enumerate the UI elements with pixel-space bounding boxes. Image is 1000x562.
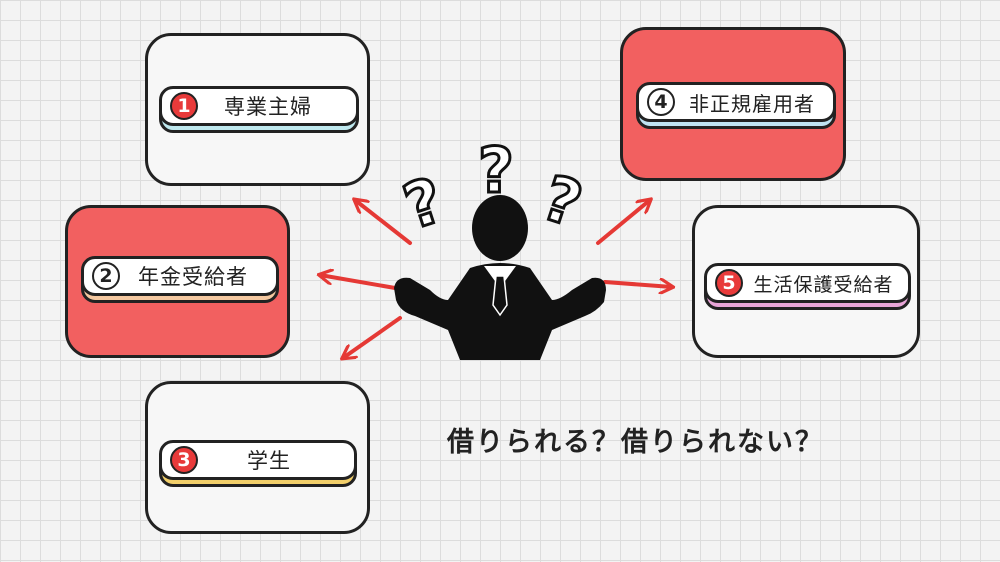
question-caption: 借りられる？借りられない？ bbox=[447, 427, 824, 458]
number-badge: 1 bbox=[170, 92, 198, 120]
category-pill-pensioner[interactable]: 2 年金受給者 bbox=[81, 256, 279, 296]
arrow-to-welfare bbox=[603, 282, 672, 287]
question-mark-icon: ? bbox=[478, 134, 514, 207]
arrow-to-pensioner bbox=[320, 275, 397, 290]
category-label: 生活保護受給者 bbox=[753, 273, 894, 296]
question-mark-icon: ? bbox=[395, 163, 452, 244]
confused-businessman-icon bbox=[394, 195, 606, 360]
category-label: 非正規雇用者 bbox=[689, 91, 815, 116]
number-badge: 4 bbox=[647, 88, 675, 116]
category-pill-housewife[interactable]: 1 専業主婦 bbox=[159, 86, 359, 126]
category-label: 学生 bbox=[247, 449, 291, 473]
arrow-to-nonregular bbox=[596, 200, 650, 245]
category-pill-student[interactable]: 3 学生 bbox=[159, 440, 357, 480]
category-label: 専業主婦 bbox=[224, 95, 312, 119]
category-label: 年金受給者 bbox=[138, 265, 248, 289]
arrow-to-student bbox=[343, 316, 402, 358]
question-mark-icon: ? bbox=[534, 161, 591, 242]
number-badge: 2 bbox=[92, 262, 120, 290]
number-badge: 5 bbox=[715, 269, 743, 297]
number-badge: 3 bbox=[170, 446, 198, 474]
arrow-to-housewife bbox=[355, 200, 412, 245]
category-pill-nonregular[interactable]: 4 非正規雇用者 bbox=[636, 82, 836, 122]
category-pill-welfare[interactable]: 5 生活保護受給者 bbox=[704, 263, 911, 303]
